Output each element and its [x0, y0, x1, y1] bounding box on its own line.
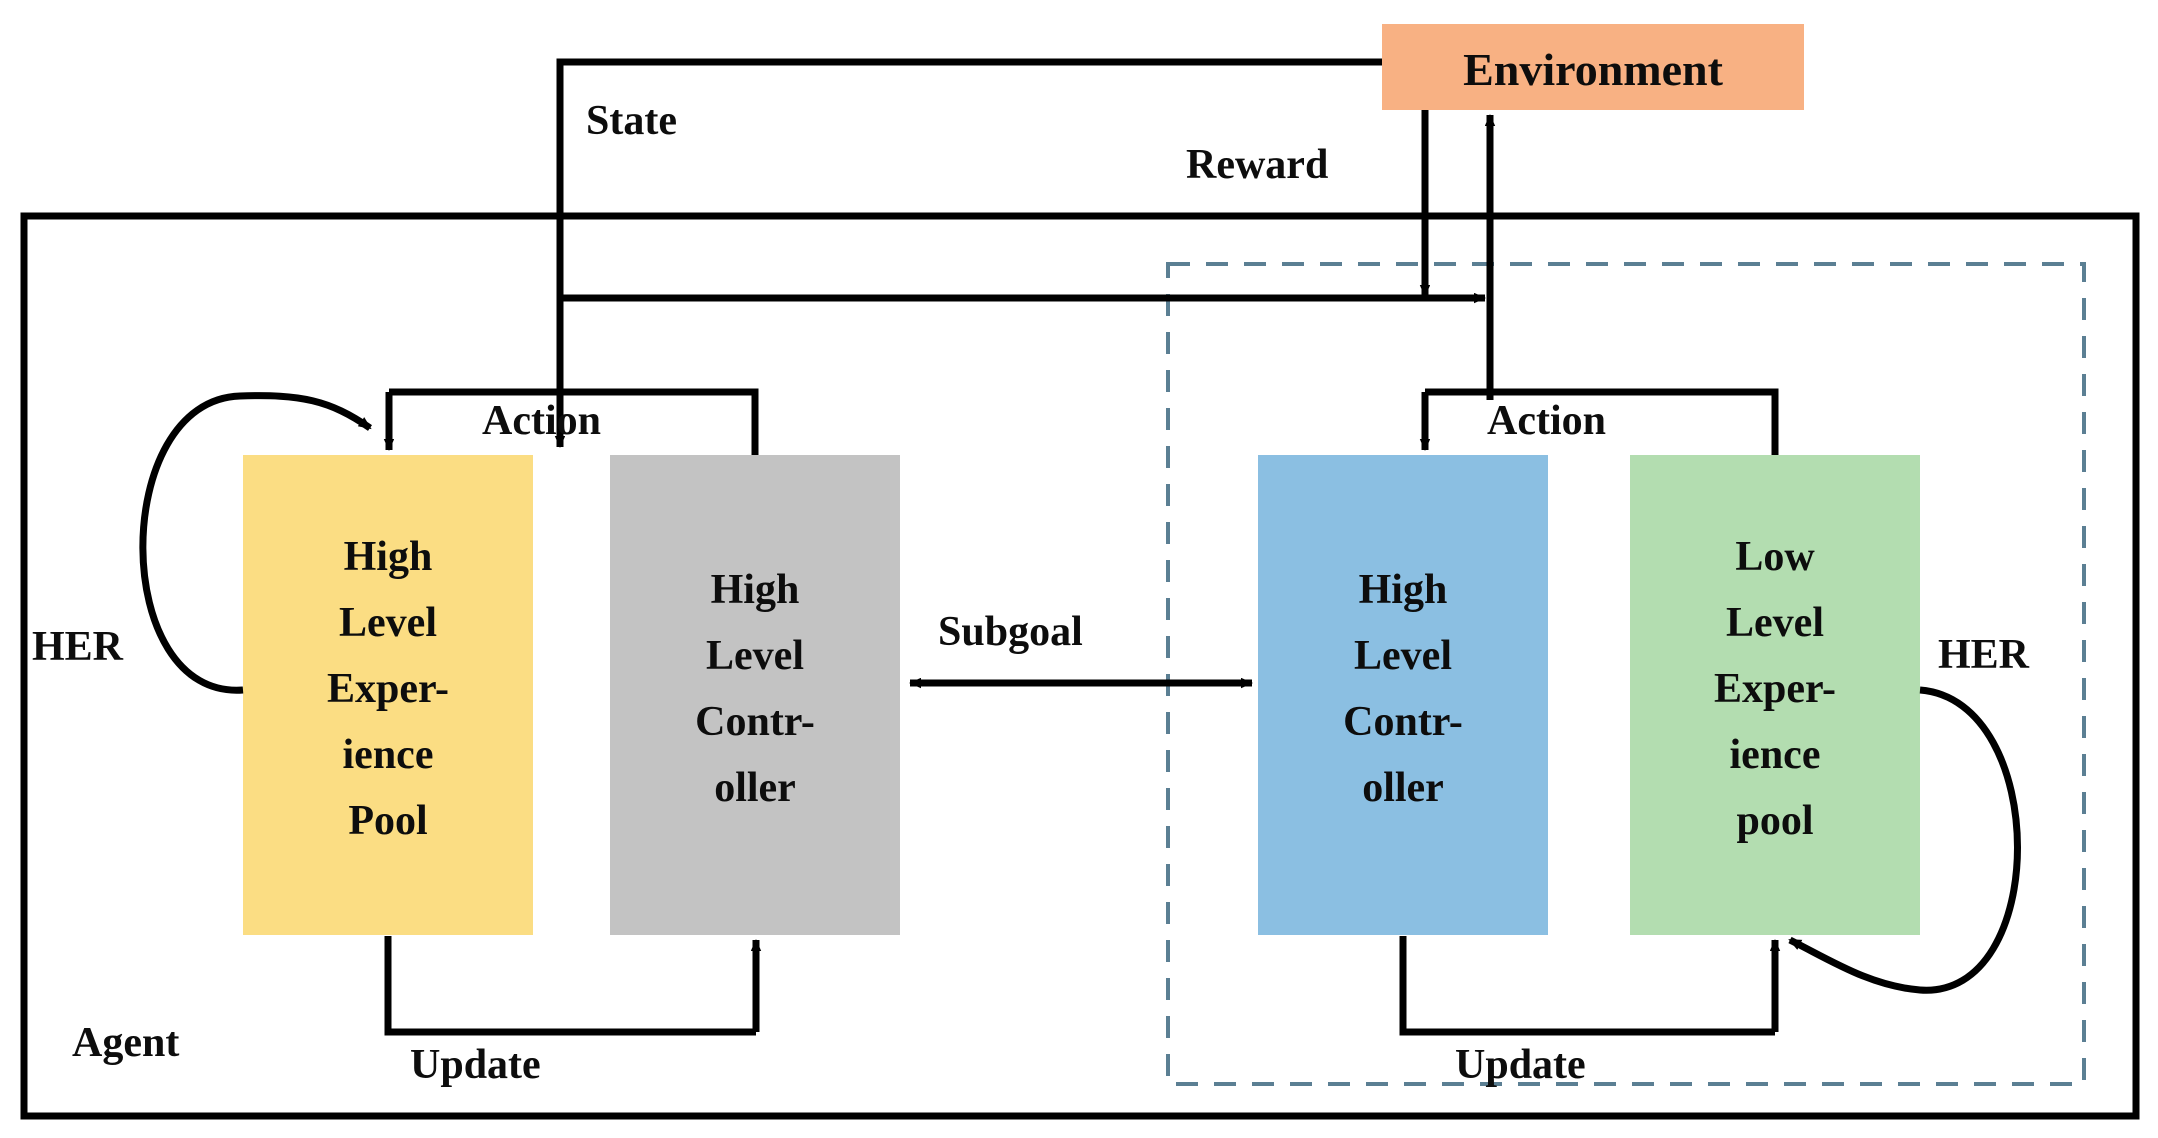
high-level-controller-left-box [610, 455, 900, 935]
high-level-controller-right-line-4: oller [1362, 765, 1444, 811]
high-level-experience-pool-line-3: Exper- [327, 666, 449, 712]
high-level-controller-left-line-3: Contr- [695, 699, 815, 745]
high-level-controller-right-line-2: Level [1354, 633, 1452, 679]
high-level-experience-pool-line-2: Level [339, 600, 437, 646]
low-level-experience-pool-line-1: Low [1735, 534, 1815, 580]
high-level-controller-right-box [1258, 455, 1548, 935]
update-left-bracket [384, 936, 756, 1036]
high-level-controller-right-line-1: High [1359, 567, 1448, 613]
agent-label: Agent [72, 1020, 179, 1066]
her-left-loop [139, 392, 373, 694]
low-level-module-container [1166, 262, 2086, 1086]
high-level-controller-left-line-1: High [711, 567, 800, 613]
low-level-experience-pool-line-5: pool [1736, 798, 1813, 844]
low-level-experience-pool-box [1630, 455, 1920, 935]
low-level-experience-pool-line-2: Level [1726, 600, 1824, 646]
high-level-controller-right-line-3: Contr- [1343, 699, 1463, 745]
low-level-experience-pool-line-4: ience [1730, 732, 1821, 778]
action-left-label: Action [482, 398, 601, 444]
agent-container [20, 212, 2140, 1120]
update-right-bracket [1399, 936, 1775, 1036]
subgoal-label: Subgoal [938, 609, 1083, 655]
her-right-loop [1788, 686, 2021, 994]
high-level-experience-pool-box [243, 455, 533, 935]
high-level-controller-left-line-4: oller [714, 765, 796, 811]
low-level-experience-pool-line-3: Exper- [1714, 666, 1836, 712]
her-left-label: HER [32, 624, 124, 670]
high-level-experience-pool-line-5: Pool [348, 798, 427, 844]
update-left-label: Update [410, 1042, 541, 1088]
reward-label: Reward [1186, 142, 1328, 188]
state-path [556, 58, 1382, 400]
action-right-label: Action [1487, 398, 1606, 444]
environment-label: Environment [1463, 44, 1724, 95]
high-level-experience-pool-line-1: High [344, 534, 433, 580]
high-level-experience-pool-line-4: ience [343, 732, 434, 778]
action-left-bracket [389, 388, 759, 455]
her-right-label: HER [1938, 632, 2030, 678]
update-right-label: Update [1455, 1042, 1586, 1088]
high-level-controller-left-line-2: Level [706, 633, 804, 679]
state-label: State [586, 98, 677, 144]
environment-box [1382, 24, 1804, 110]
action-right-bracket [1425, 388, 1779, 455]
